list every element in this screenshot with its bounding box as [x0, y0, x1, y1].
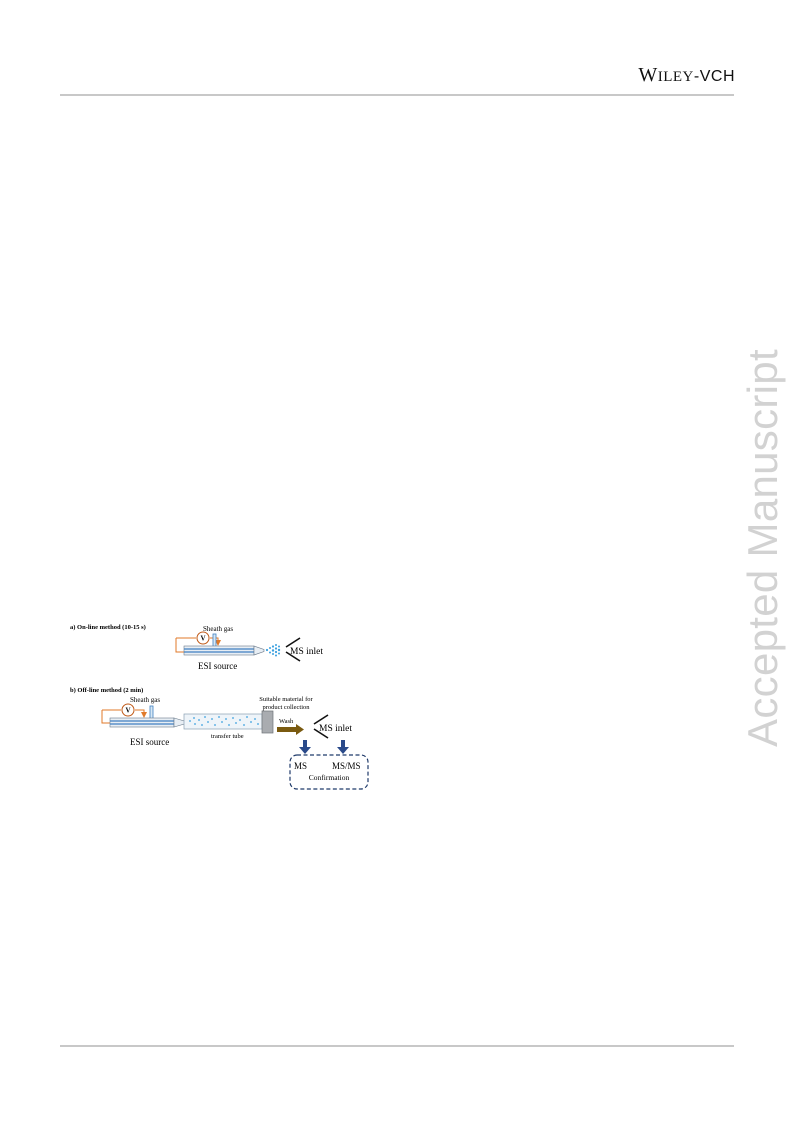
panel-b-voltage-circuit: V: [101, 703, 147, 724]
publisher-logo: WILEY-VCH: [638, 64, 735, 87]
panel-b-down-arrow-ms-icon: [299, 740, 311, 754]
panel-a-sheath-gas-port: [212, 633, 217, 648]
panel-b-sheath-gas-label: Sheath gas: [130, 696, 160, 704]
panel-a-voltage-icon: [196, 631, 210, 645]
panel-b-transfer-tube: [183, 713, 263, 730]
panel-a-esi-capillary: [183, 645, 265, 656]
logo-vch: VCH: [699, 68, 735, 85]
panel-b-wash-label: Wash: [279, 718, 294, 725]
panel-a-spray-plume: [265, 644, 281, 657]
panel-a-voltage-label: V: [200, 635, 205, 643]
panel-b-msms-label: MS/MS: [332, 761, 361, 771]
panel-b-ms-label: MS: [294, 761, 307, 771]
panel-a-ms-inlet-cone: [285, 637, 301, 662]
esi-method-figure: a) On-line method (10-15 s) V Sheath gas: [64, 614, 384, 794]
panel-b-collection-material: [261, 710, 274, 734]
panel-b-esi-source-label: ESI source: [130, 737, 169, 747]
panel-a-sheath-gas-label: Sheath gas: [203, 625, 233, 633]
panel-b-voltage-icon: [121, 703, 135, 717]
panel-b-ms-inlet-label: MS inlet: [319, 724, 352, 734]
panel-b-voltage-label: V: [125, 707, 130, 715]
panel-a-voltage-circuit: V: [175, 631, 221, 653]
logo-dash: -: [693, 68, 700, 85]
figure-svg: a) On-line method (10-15 s) V Sheath gas: [70, 624, 369, 790]
panel-a-ms-inlet-label: MS inlet: [290, 647, 323, 657]
logo-iley: ILEY: [657, 69, 694, 85]
panel-b-collection-label-1: Suitable material for: [259, 696, 313, 703]
panel-b-confirmation-box: [289, 754, 369, 790]
panel-b-sheath-gas-port: [149, 705, 154, 720]
logo-w: W: [638, 64, 658, 86]
panel-b-collection-label-2: product collection: [262, 704, 310, 711]
panel-b-wash-arrow-icon: [277, 724, 304, 735]
panel-b-transfer-tube-label: transfer tube: [211, 733, 244, 740]
footer-rule: [60, 1045, 734, 1047]
panel-b-down-arrow-msms-icon: [337, 740, 349, 754]
accepted-manuscript-watermark: Accepted Manuscript: [739, 349, 786, 747]
panel-a-label: a) On-line method (10-15 s): [70, 624, 146, 631]
panel-b-label: b) Off-line method (2 min): [70, 687, 143, 694]
panel-b-ms-inlet-cone: [313, 714, 329, 739]
panel-b-confirmation-label: Confirmation: [309, 773, 350, 782]
header-rule: [60, 94, 734, 96]
panel-b-esi-capillary: [109, 717, 187, 728]
panel-a-esi-source-label: ESI source: [198, 661, 237, 671]
